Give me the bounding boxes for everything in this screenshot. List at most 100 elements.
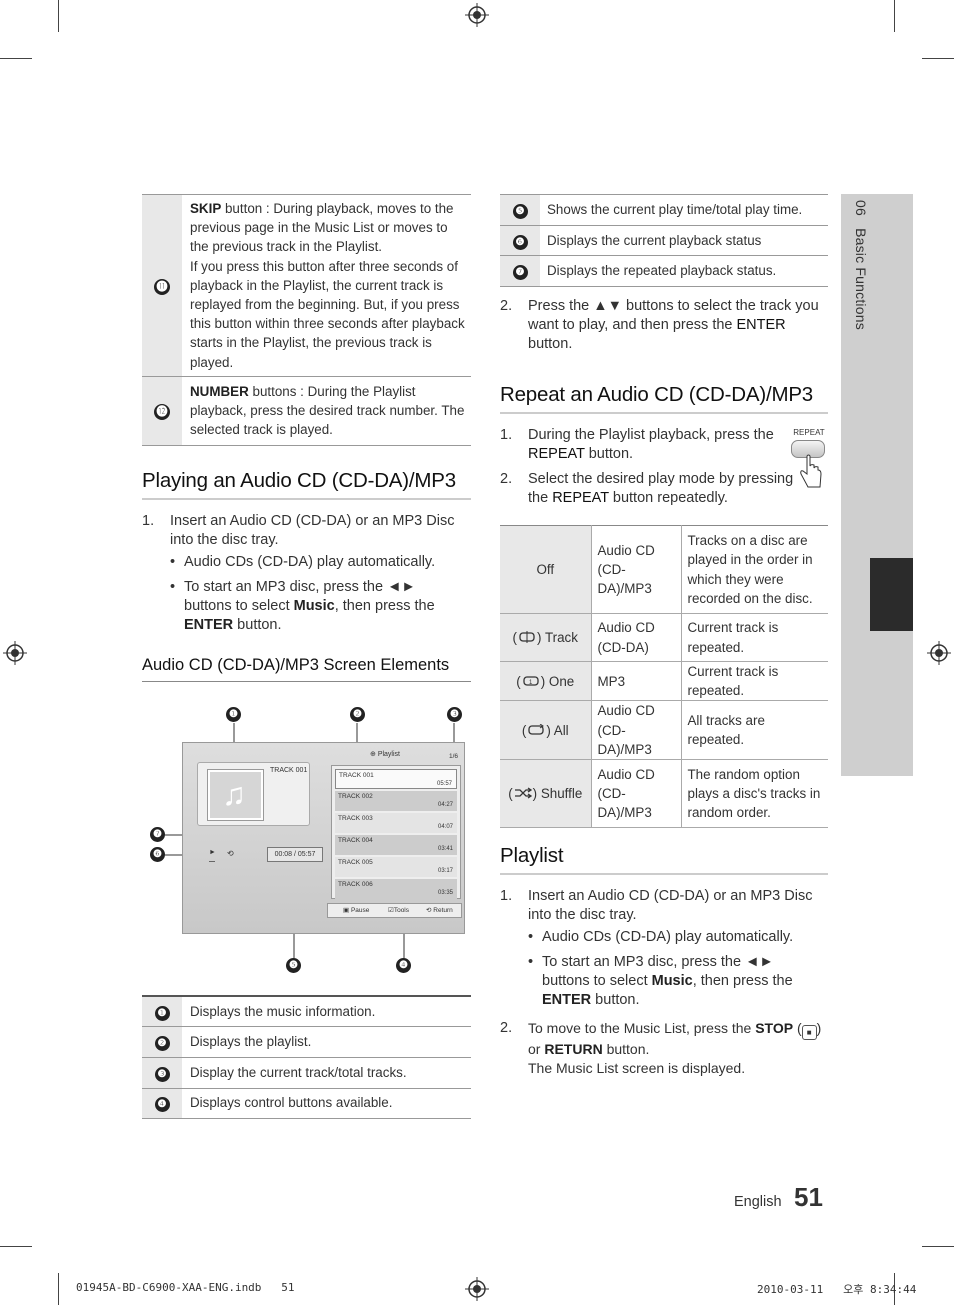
- section-heading: Playlist: [500, 844, 564, 867]
- repeat-remote-button: REPEAT: [789, 428, 829, 492]
- playlist-track-row[interactable]: TRACK 002 04:27: [335, 791, 457, 811]
- page-number: 51: [794, 1182, 823, 1212]
- bullet-text: Audio CDs (CD-DA) play automatically.: [542, 929, 794, 945]
- callout-badge: ❼: [150, 827, 165, 842]
- track-name: TRACK 004: [338, 837, 373, 844]
- playlist-track-row[interactable]: TRACK 001 05:57: [335, 769, 457, 789]
- track-time: 04:27: [437, 802, 453, 808]
- table-row: (1) One MP3 Current track is repeated.: [500, 661, 828, 702]
- track-time: 03:17: [437, 868, 453, 874]
- mode-cell: (1) One: [500, 661, 592, 702]
- chapter-side-tab: 06 Basic Functions: [841, 194, 913, 776]
- callout-badge: ❺: [286, 958, 301, 973]
- pointing-hand-icon: [800, 454, 822, 488]
- step-text: Insert an Audio CD (CD-DA) or an MP3 Dis…: [170, 513, 455, 549]
- tools-button[interactable]: ☑Tools: [388, 907, 410, 914]
- repeat-all-icon: [528, 723, 545, 735]
- callout-badge: ❶: [226, 707, 241, 722]
- step-text: Insert an Audio CD (CD-DA) or an MP3 Dis…: [528, 888, 813, 924]
- registration-mark-icon: [465, 1277, 489, 1301]
- track-time: 04:07: [437, 824, 453, 830]
- step-text: Press the ▲▼ buttons to select the track…: [528, 298, 819, 353]
- track-name: TRACK 001: [339, 772, 374, 779]
- crop-mark: [922, 58, 954, 59]
- registration-mark-icon: [927, 641, 951, 665]
- pause-button[interactable]: ▣ Pause: [343, 907, 370, 914]
- registration-mark-icon: [3, 641, 27, 665]
- step-text: During the Playlist playback, press the …: [528, 427, 774, 463]
- crop-mark: [894, 0, 895, 32]
- crop-mark: [0, 1246, 32, 1247]
- divider: [500, 412, 828, 414]
- table-row: ⓫ SKIP button : During playback, moves t…: [142, 194, 471, 377]
- divider: [142, 681, 471, 682]
- repeat-one-icon: 1: [523, 675, 539, 686]
- music-note-icon: ♫: [222, 776, 246, 812]
- number-badge: ⓬: [154, 404, 170, 421]
- track-name: TRACK 003: [338, 815, 373, 822]
- playlist-track-row[interactable]: TRACK 006 03:35: [335, 879, 457, 899]
- crop-mark: [894, 1273, 895, 1305]
- step-text: Select the desired play mode by pressing…: [528, 471, 794, 507]
- mode-cell: () Shuffle: [500, 759, 592, 829]
- file-slug: 01945A-BD-C6900-XAA-ENG.indb 51: [76, 1281, 295, 1294]
- playlist-track-row[interactable]: TRACK 003 04:07: [335, 813, 457, 833]
- play-status-icon: ►: [209, 849, 216, 856]
- chapter-marker: [870, 558, 913, 631]
- callout-badge: ❻: [150, 847, 165, 862]
- playlist-title: ⊕ Playlist: [370, 751, 400, 758]
- callout-badge: ❸: [447, 707, 462, 722]
- buttons-table: ⓫ SKIP button : During playback, moves t…: [142, 194, 471, 446]
- repeat-status-icon: ⟲: [227, 849, 234, 858]
- playlist-track-row[interactable]: TRACK 005 03:17: [335, 857, 457, 877]
- mode-cell: () Track: [500, 613, 592, 662]
- divider: [142, 498, 471, 500]
- table-row: () Shuffle Audio CD (CD-DA)/MP3 The rand…: [500, 759, 828, 829]
- table-row: () Track Audio CD (CD-DA) Current track …: [500, 613, 828, 662]
- mode-cell: () All: [500, 700, 592, 761]
- repeat-track-icon: [519, 630, 535, 643]
- crop-mark: [58, 0, 59, 32]
- chapter-label: 06 Basic Functions: [853, 200, 869, 330]
- track-time: 03:35: [437, 890, 453, 896]
- control-buttons-bar: ▣ Pause ☑Tools ⟲ Return: [327, 903, 462, 918]
- track-name: TRACK 005: [338, 859, 373, 866]
- bullet-text: To start an MP3 disc, press the ◄► butto…: [184, 579, 435, 634]
- callout-badge: ❷: [350, 707, 365, 722]
- repeat-mode-table: Off Audio CD (CD-DA)/MP3 Tracks on a dis…: [500, 525, 828, 829]
- shuffle-icon: [514, 787, 532, 799]
- progress-bar: [209, 861, 215, 862]
- mode-cell: Off: [500, 525, 592, 614]
- track-time: 03:41: [437, 846, 453, 852]
- music-screen: ♫ TRACK 001 ⊕ Playlist 1/6 TRACK 001 05:5…: [182, 742, 465, 934]
- registration-mark-icon: [465, 3, 489, 27]
- table-row: () All Audio CD (CD-DA)/MP3 All tracks a…: [500, 700, 828, 761]
- crop-mark: [0, 58, 32, 59]
- callout-badge: ❹: [396, 958, 411, 973]
- track-counter: 1/6: [449, 753, 459, 760]
- table-row: ⓬ NUMBER buttons : During the Playlist p…: [142, 376, 471, 446]
- svg-text:1: 1: [529, 680, 533, 686]
- track-name: TRACK 006: [338, 881, 373, 888]
- bullet-text: To start an MP3 disc, press the ◄► butto…: [542, 954, 793, 1009]
- section-heading: Playing an Audio CD (CD-DA)/MP3: [142, 469, 456, 492]
- bullet-text: Audio CDs (CD-DA) play automatically.: [184, 554, 436, 570]
- section-heading: Repeat an Audio CD (CD-DA)/MP3: [500, 383, 814, 406]
- crop-mark: [922, 1246, 954, 1247]
- return-button[interactable]: ⟲ Return: [426, 907, 453, 914]
- number-badge: ⓫: [154, 278, 170, 295]
- music-info-panel: ♫ TRACK 001: [197, 762, 310, 826]
- stop-icon: ■: [801, 1025, 817, 1040]
- table-row: Off Audio CD (CD-DA)/MP3 Tracks on a dis…: [500, 525, 828, 614]
- playlist-track-row[interactable]: TRACK 004 03:41: [335, 835, 457, 855]
- date-slug: 2010-03-11 오후 8:34:44: [757, 1283, 917, 1296]
- track-time: 05:57: [436, 781, 452, 787]
- language-label: English: [734, 1194, 782, 1210]
- track-name: TRACK 002: [338, 793, 373, 800]
